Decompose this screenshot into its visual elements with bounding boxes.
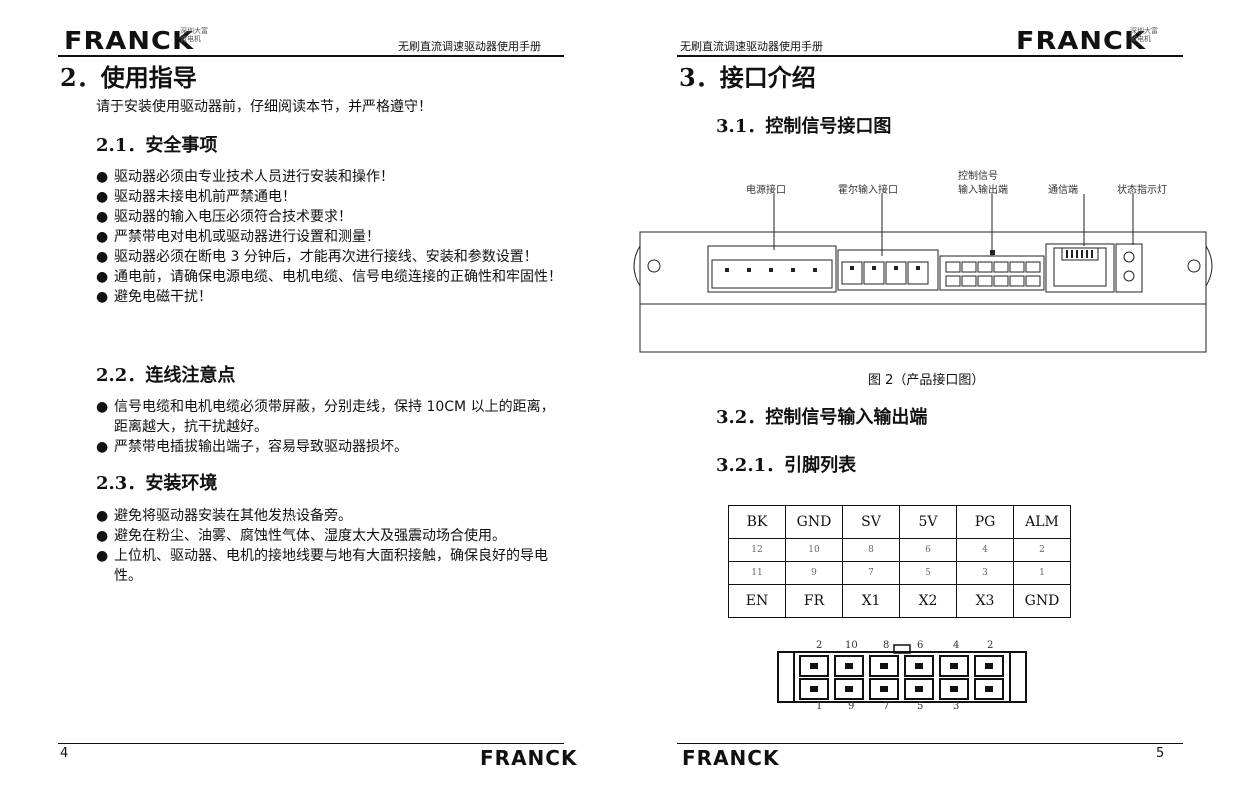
pin-table: BK GND SV 5V PG ALM 12 10 8 6 4 2 11 9 7… bbox=[728, 505, 1071, 618]
connector-pin-number: 8 bbox=[883, 640, 890, 651]
connector-pin-number: 3 bbox=[953, 701, 960, 712]
label-power-port: 电源接口 bbox=[746, 185, 786, 196]
connector-pin-number: 6 bbox=[917, 640, 924, 651]
pin-number-cell: 10 bbox=[785, 538, 843, 562]
signal-connector-diagram bbox=[777, 644, 1027, 703]
bullet-icon: ● bbox=[96, 508, 109, 524]
header-right-title: 无刷直流调速驱动器使用手册 bbox=[680, 40, 823, 53]
s23-title: 2.3．安装环境 bbox=[96, 473, 218, 494]
s21-list: ●驱动器必须由专业技术人员进行安装和操作！ ●驱动器未接电机前严禁通电！ ●驱动… bbox=[92, 167, 564, 307]
connector-pin-number: 7 bbox=[883, 701, 890, 712]
label-comm-port: 通信端 bbox=[1048, 185, 1078, 196]
bullet-icon: ● bbox=[96, 439, 109, 455]
table-row: BK GND SV 5V PG ALM bbox=[728, 505, 1071, 539]
s321-title: 3.2.1．引脚列表 bbox=[716, 455, 857, 476]
header-left-seal: 深圳大富 微电机 bbox=[180, 27, 208, 43]
connector-pin-number: 2 bbox=[816, 640, 823, 651]
bullet-icon: ● bbox=[96, 548, 109, 564]
connector-pin-number: 2 bbox=[987, 640, 994, 651]
s31-title: 3.1．控制信号接口图 bbox=[716, 116, 892, 137]
header-right-seal: 深圳大富 微电机 bbox=[1130, 27, 1158, 43]
bullet-icon: ● bbox=[96, 399, 109, 415]
list-item: ●避免将驱动器安装在其他发热设备旁。 bbox=[96, 508, 352, 524]
list-item: ●上位机、驱动器、电机的接地线要与地有大面积接触，确保良好的导电性。 bbox=[96, 548, 548, 584]
header-right-logo: FRANCK bbox=[1016, 26, 1146, 55]
connector-pin-number: 1 bbox=[816, 701, 823, 712]
table-row: 12 10 8 6 4 2 bbox=[728, 538, 1071, 562]
pin-cell: BK bbox=[728, 505, 786, 539]
list-item: ●驱动器必须由专业技术人员进行安装和操作！ bbox=[96, 169, 394, 185]
s23-list: ●避免将驱动器安装在其他发热设备旁。 ●避免在粉尘、油雾、腐蚀性气体、湿度太大及… bbox=[92, 506, 564, 586]
pin-number-cell: 3 bbox=[956, 561, 1014, 585]
pin-cell: EN bbox=[728, 584, 786, 618]
label-signal-line1: 控制信号 bbox=[958, 171, 998, 182]
pin-cell: SV bbox=[842, 505, 900, 539]
label-signal-line2: 输入输出端 bbox=[958, 185, 1008, 196]
footer-left-logo: FRANCK bbox=[480, 746, 578, 770]
pin-cell: GND bbox=[1013, 584, 1071, 618]
page-number-right: 5 bbox=[1156, 746, 1165, 761]
pin-cell: PG bbox=[956, 505, 1014, 539]
pin-number-cell: 4 bbox=[956, 538, 1014, 562]
pin-cell: FR bbox=[785, 584, 843, 618]
page-number-left: 4 bbox=[60, 746, 69, 761]
s22-list: ●信号电缆和电机电缆必须带屏蔽，分别走线，保持 10CM 以上的距离，距离越大，… bbox=[92, 397, 564, 457]
pin-cell: X3 bbox=[956, 584, 1014, 618]
footer-right-rule bbox=[677, 743, 1183, 744]
drive-interface-diagram bbox=[633, 194, 1213, 353]
bullet-icon: ● bbox=[96, 169, 109, 185]
bullet-icon: ● bbox=[96, 289, 109, 305]
s22-title: 2.2．连线注意点 bbox=[96, 365, 236, 386]
header-left-logo: FRANCK bbox=[64, 26, 194, 55]
bullet-icon: ● bbox=[96, 189, 109, 205]
connector-pin-number: 9 bbox=[848, 701, 855, 712]
pin-cell: GND bbox=[785, 505, 843, 539]
pin-cell: X1 bbox=[842, 584, 900, 618]
left-section-title: 2．使用指导 bbox=[60, 63, 197, 92]
pin-number-cell: 9 bbox=[785, 561, 843, 585]
table-row: 11 9 7 5 3 1 bbox=[728, 561, 1071, 585]
pin-number-cell: 1 bbox=[1013, 561, 1071, 585]
pin-number-cell: 5 bbox=[899, 561, 957, 585]
list-item: ●驱动器必须在断电 3 分钟后，才能再次进行接线、安装和参数设置！ bbox=[96, 249, 538, 265]
s32-title: 3.2．控制信号输入输出端 bbox=[716, 407, 928, 428]
pin-number-cell: 7 bbox=[842, 561, 900, 585]
label-hall-port: 霍尔输入接口 bbox=[838, 185, 898, 196]
connector-pin-number: 10 bbox=[845, 640, 858, 651]
pin-number-cell: 2 bbox=[1013, 538, 1071, 562]
bullet-icon: ● bbox=[96, 229, 109, 245]
list-item: ●避免电磁干扰！ bbox=[96, 289, 212, 305]
connector-pin-number: 5 bbox=[917, 701, 924, 712]
table-row: EN FR X1 X2 X3 GND bbox=[728, 584, 1071, 618]
header-left-rule bbox=[58, 55, 564, 57]
footer-right-logo: FRANCK bbox=[682, 746, 780, 770]
bullet-icon: ● bbox=[96, 528, 109, 544]
figure-caption: 图 2（产品接口图） bbox=[868, 373, 985, 388]
footer-left-rule bbox=[58, 743, 564, 744]
list-item: ●驱动器未接电机前严禁通电！ bbox=[96, 189, 296, 205]
pin-number-cell: 12 bbox=[728, 538, 786, 562]
pin-number-cell: 8 bbox=[842, 538, 900, 562]
list-item: ●驱动器的输入电压必须符合技术要求！ bbox=[96, 209, 352, 225]
right-section-title: 3．接口介绍 bbox=[679, 63, 816, 92]
bullet-icon: ● bbox=[96, 249, 109, 265]
pin-cell: ALM bbox=[1013, 505, 1071, 539]
list-item: ●严禁带电插拔输出端子，容易导致驱动器损坏。 bbox=[96, 439, 408, 455]
pin-cell: 5V bbox=[899, 505, 957, 539]
header-right-rule bbox=[677, 55, 1183, 57]
pin-cell: X2 bbox=[899, 584, 957, 618]
left-intro: 请于安装使用驱动器前，仔细阅读本节，并严格遵守！ bbox=[96, 99, 432, 115]
s21-title: 2.1．安全事项 bbox=[96, 135, 218, 156]
pin-number-cell: 11 bbox=[728, 561, 786, 585]
connector-pin-number: 4 bbox=[953, 640, 960, 651]
list-item: ●信号电缆和电机电缆必须带屏蔽，分别走线，保持 10CM 以上的距离，距离越大，… bbox=[96, 399, 555, 435]
pin-number-cell: 6 bbox=[899, 538, 957, 562]
header-left-title: 无刷直流调速驱动器使用手册 bbox=[398, 40, 541, 53]
list-item: ●严禁带电对电机或驱动器进行设置和测量！ bbox=[96, 229, 380, 245]
list-item: ●避免在粉尘、油雾、腐蚀性气体、湿度太大及强震动场合使用。 bbox=[96, 528, 506, 544]
bullet-icon: ● bbox=[96, 269, 109, 285]
list-item: ●通电前，请确保电源电缆、电机电缆、信号电缆连接的正确性和牢固性！ bbox=[96, 269, 562, 285]
bullet-icon: ● bbox=[96, 209, 109, 225]
label-status-led: 状态指示灯 bbox=[1117, 185, 1167, 196]
